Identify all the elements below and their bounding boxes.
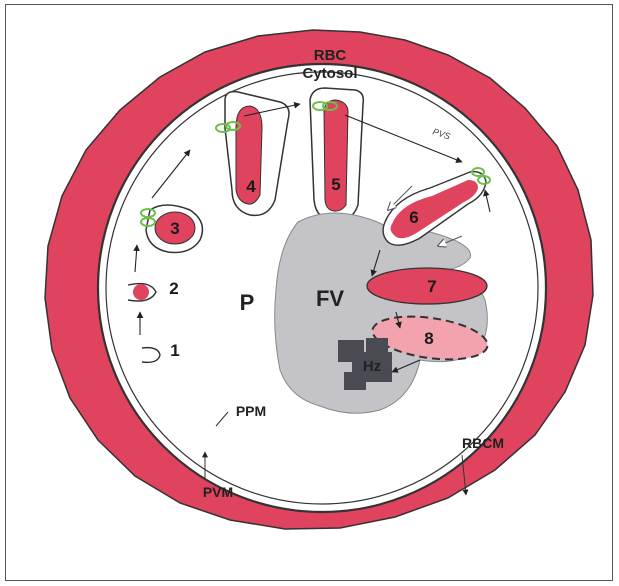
step-7: 7	[427, 277, 436, 296]
pit-2-content	[133, 284, 149, 300]
step-3: 3	[170, 219, 179, 238]
label-cytosol: Cytosol	[302, 65, 357, 82]
step-4: 4	[246, 177, 256, 196]
label-hemozoin: Hz	[363, 358, 381, 375]
step-1: 1	[170, 341, 179, 360]
label-parasite: P	[240, 290, 255, 315]
step-6: 6	[409, 208, 418, 227]
label-pvm: PVM	[203, 484, 233, 500]
step-5: 5	[331, 175, 340, 194]
step-8: 8	[424, 329, 433, 348]
invagination-1	[142, 348, 160, 363]
label-ppm: PPM	[236, 403, 266, 419]
label-rbcm: RBCM	[462, 435, 504, 451]
step-2: 2	[169, 279, 178, 298]
label-rbc: RBC	[314, 47, 347, 64]
label-food-vacuole: FV	[316, 286, 344, 311]
